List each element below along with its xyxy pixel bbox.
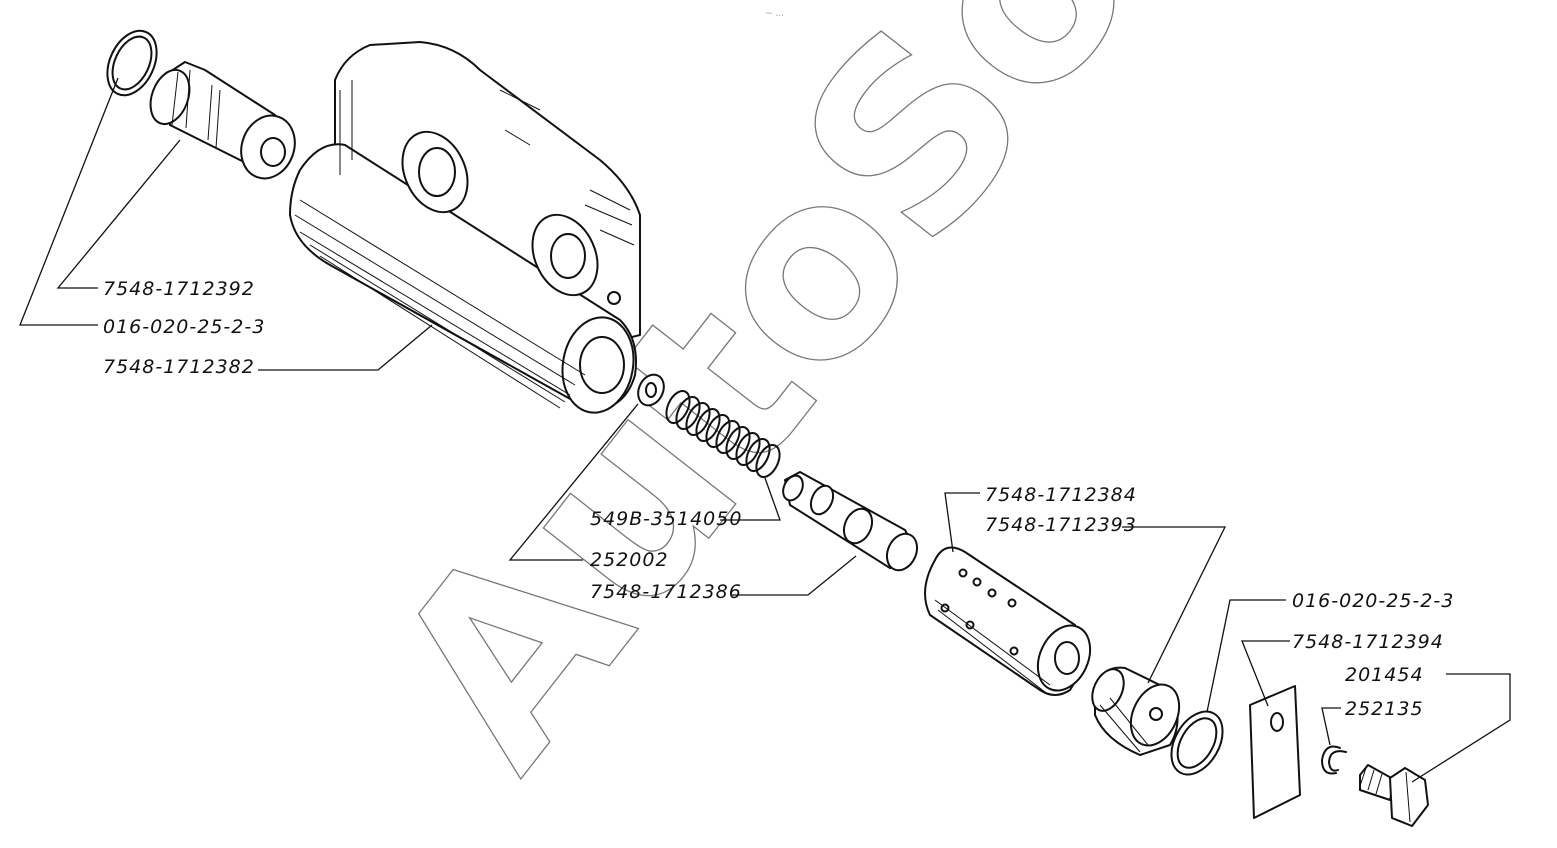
o-ring-right [1170,710,1224,776]
label-plate: 7548-1712394 [1292,631,1444,653]
label-housing: 7548-1712382 [103,356,255,378]
label-cap-plug: 7548-1712393 [985,514,1137,536]
plunger-part [782,471,919,572]
callout-labels: 7548-1712392 016-020-25-2-3 7548-1712382… [103,278,1454,720]
label-ring-right: 016-020-25-2-3 [1292,590,1454,612]
lock-washer-part [1321,745,1347,775]
label-plug-top: 7548-1712392 [103,278,255,300]
top-mark: ~ ... [765,9,784,19]
label-lock-washer: 252135 [1345,698,1424,720]
bolt-part [1359,764,1429,827]
spring-part [665,390,781,478]
plate-part [1249,685,1301,819]
label-spring: 549B-3514050 [590,508,742,530]
washer-part [637,373,665,407]
housing-part [289,41,641,414]
cap-plug-part [1091,666,1181,756]
label-plunger: 7548-1712386 [590,581,742,603]
leader-lines [19,77,1511,783]
label-washer: 252002 [590,549,669,571]
label-sleeve: 7548-1712384 [985,484,1137,506]
o-ring-top-left [106,29,158,97]
sleeve-part [924,546,1092,696]
label-bolt: 201454 [1345,664,1424,686]
plug-part [149,61,296,180]
label-ring-top-left: 016-020-25-2-3 [103,316,265,338]
